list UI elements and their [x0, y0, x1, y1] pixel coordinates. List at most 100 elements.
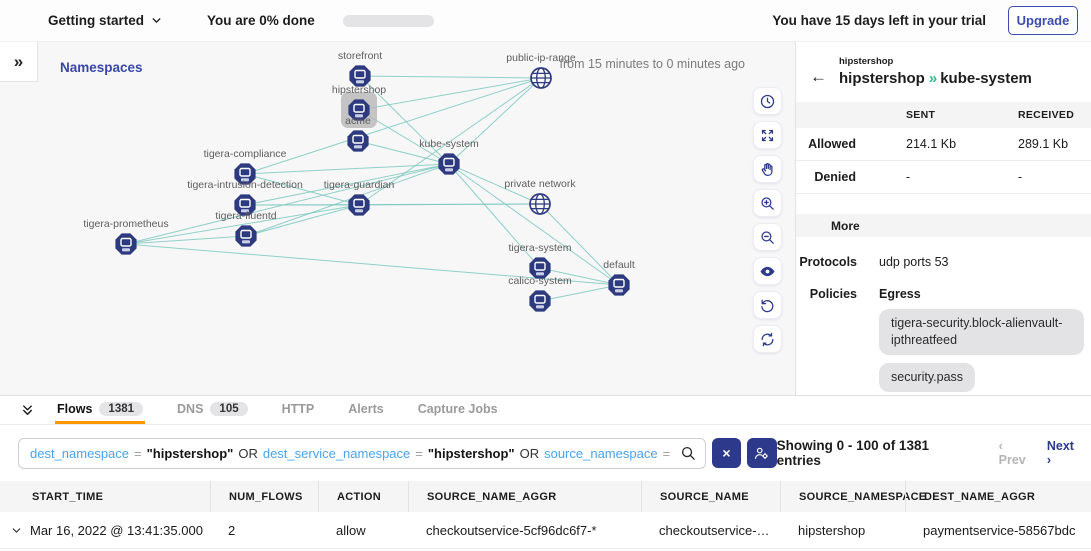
undo-button[interactable] — [753, 291, 782, 319]
upgrade-button[interactable]: Upgrade — [1008, 6, 1078, 35]
policy-chip-list: tigera-security.block-alienvault-ipthrea… — [879, 309, 1084, 395]
query-token-value: "hipstershop — [675, 446, 676, 461]
time-range-label: from 15 minutes to 0 minutes ago — [559, 57, 745, 71]
cell-start_time: Mar 16, 2022 @ 13:41:35.000 — [0, 523, 210, 538]
column-header-action[interactable]: ACTION — [318, 481, 408, 512]
back-button[interactable]: ← — [810, 67, 827, 87]
double-chevron-down-icon — [20, 403, 35, 418]
graph-node-tigera-compliance[interactable]: tigera-compliance — [204, 148, 287, 185]
cell-source_name_aggr: checkoutservice-5cf96dc6f7-* — [426, 522, 597, 538]
protocols-label: Protocols — [799, 255, 857, 269]
expand-side-panel-button[interactable]: » — [0, 42, 38, 82]
graph-edge — [125, 204, 360, 245]
graph-node-tigera-prometheus[interactable]: tigera-prometheus — [83, 218, 169, 255]
graph-node-storefront[interactable]: storefront — [338, 50, 382, 87]
expand-row-chevron-icon[interactable] — [10, 524, 23, 537]
graph-node-hipstershop[interactable]: hipstershop — [332, 84, 386, 128]
graph-node-public-ip-range[interactable]: public-ip-range — [506, 52, 576, 89]
graph-node-label: tigera-guardian — [324, 179, 395, 191]
graph-node-label: private network — [504, 178, 576, 190]
graph-node-label: tigera-intrusion-detection — [187, 179, 303, 191]
query-token-operator: = — [415, 445, 423, 461]
stats-row-denied: Denied-- — [796, 161, 1091, 194]
search-icon[interactable] — [680, 445, 697, 462]
clear-query-button[interactable]: × — [711, 438, 742, 468]
cell-dest_name_aggr: paymentservice-58567bdc — [923, 522, 1076, 538]
zoom-in-button[interactable] — [753, 189, 782, 217]
column-header-start_time[interactable]: START_TIME — [32, 490, 104, 503]
undo-icon — [759, 297, 776, 314]
graph-edge — [539, 203, 620, 286]
graph-node-tigera-system[interactable]: tigera-system — [508, 242, 572, 279]
trial-message: You have 15 days left in your trial — [772, 13, 986, 28]
getting-started-menu[interactable]: Getting started — [48, 13, 163, 28]
collapse-panel-button[interactable] — [13, 396, 41, 424]
graph-toolbar — [753, 87, 782, 353]
zoom-out-button[interactable] — [753, 223, 782, 251]
graph-node-tigera-fluentd[interactable]: tigera-fluentd — [215, 210, 277, 247]
more-label: More — [831, 218, 860, 233]
graph-node-kube-system[interactable]: kube-system — [419, 138, 479, 175]
query-token-field: dest_service_namespace — [262, 445, 411, 461]
column-header-num_flows[interactable]: NUM_FLOWS — [210, 481, 318, 512]
policies-row: Policies Egress tigera-security.block-al… — [796, 287, 1091, 395]
close-icon: × — [722, 445, 731, 461]
graph-node-tigera-guardian[interactable]: tigera-guardian — [324, 179, 395, 216]
graph-edge — [448, 163, 620, 286]
chevron-left-icon: ‹ — [998, 439, 1003, 453]
expand-icon — [759, 127, 776, 144]
column-header-source_name_aggr[interactable]: SOURCE_NAME_AGGR — [408, 481, 641, 512]
protocols-value: udp ports 53 — [879, 255, 949, 269]
expand-button[interactable] — [753, 121, 782, 149]
graph-node-private-network[interactable]: private network — [504, 178, 576, 215]
prev-page-button[interactable]: ‹ Prev — [998, 439, 1026, 467]
chevron-right-icon: › — [1046, 453, 1052, 467]
graph-edge — [539, 267, 620, 286]
graph-edge — [358, 203, 541, 206]
stats-header-row: SENT RECEIVED — [796, 102, 1091, 128]
service-graph-canvas[interactable]: storefront public-ip-range hipstershopacme… — [0, 42, 795, 395]
graph-edge — [244, 163, 450, 175]
eye-button[interactable] — [753, 257, 782, 285]
tab-http[interactable]: HTTP — [281, 401, 315, 416]
graph-title: Namespaces — [60, 60, 143, 75]
next-page-button[interactable]: Next › — [1046, 439, 1074, 467]
graph-edge — [358, 77, 542, 111]
graph-edge — [539, 284, 620, 302]
graph-edge — [125, 163, 450, 245]
cell-source_name: checkoutservice-… — [659, 522, 770, 538]
query-token-value: "hipstershop" — [146, 445, 234, 461]
graph-node-label: public-ip-range — [506, 52, 576, 64]
tab-alerts[interactable]: Alerts — [348, 401, 384, 416]
graph-edge — [244, 173, 360, 206]
clock-icon — [759, 93, 776, 110]
graph-node-tigera-intrusion-detection[interactable]: tigera-intrusion-detection — [187, 179, 303, 216]
flow-direction-icon: » — [928, 70, 937, 87]
column-header-source_namespace[interactable]: SOURCE_NAMESPACE — [780, 481, 926, 512]
graph-node-acme[interactable]: acme — [345, 115, 371, 152]
clock-button[interactable] — [753, 87, 782, 115]
cell-num_flows: 2 — [228, 522, 236, 538]
pan-hand-button[interactable] — [753, 155, 782, 183]
column-header-dest_name_aggr[interactable]: DEST_NAME_AGGR — [905, 481, 1091, 512]
refresh-button[interactable] — [753, 325, 782, 353]
column-header-source_name[interactable]: SOURCE_NAME — [641, 481, 780, 512]
tab-capture-jobs[interactable]: Capture Jobs — [417, 401, 498, 416]
user-query-settings-button[interactable] — [747, 438, 777, 468]
graph-node-default[interactable]: default — [603, 259, 635, 296]
eye-icon — [759, 263, 776, 280]
pan-hand-icon — [759, 161, 776, 178]
graph-edge — [358, 77, 542, 206]
graph-edge — [245, 163, 450, 237]
graph-node-calico-system[interactable]: calico-system — [508, 275, 572, 312]
chevron-down-icon — [150, 14, 163, 27]
